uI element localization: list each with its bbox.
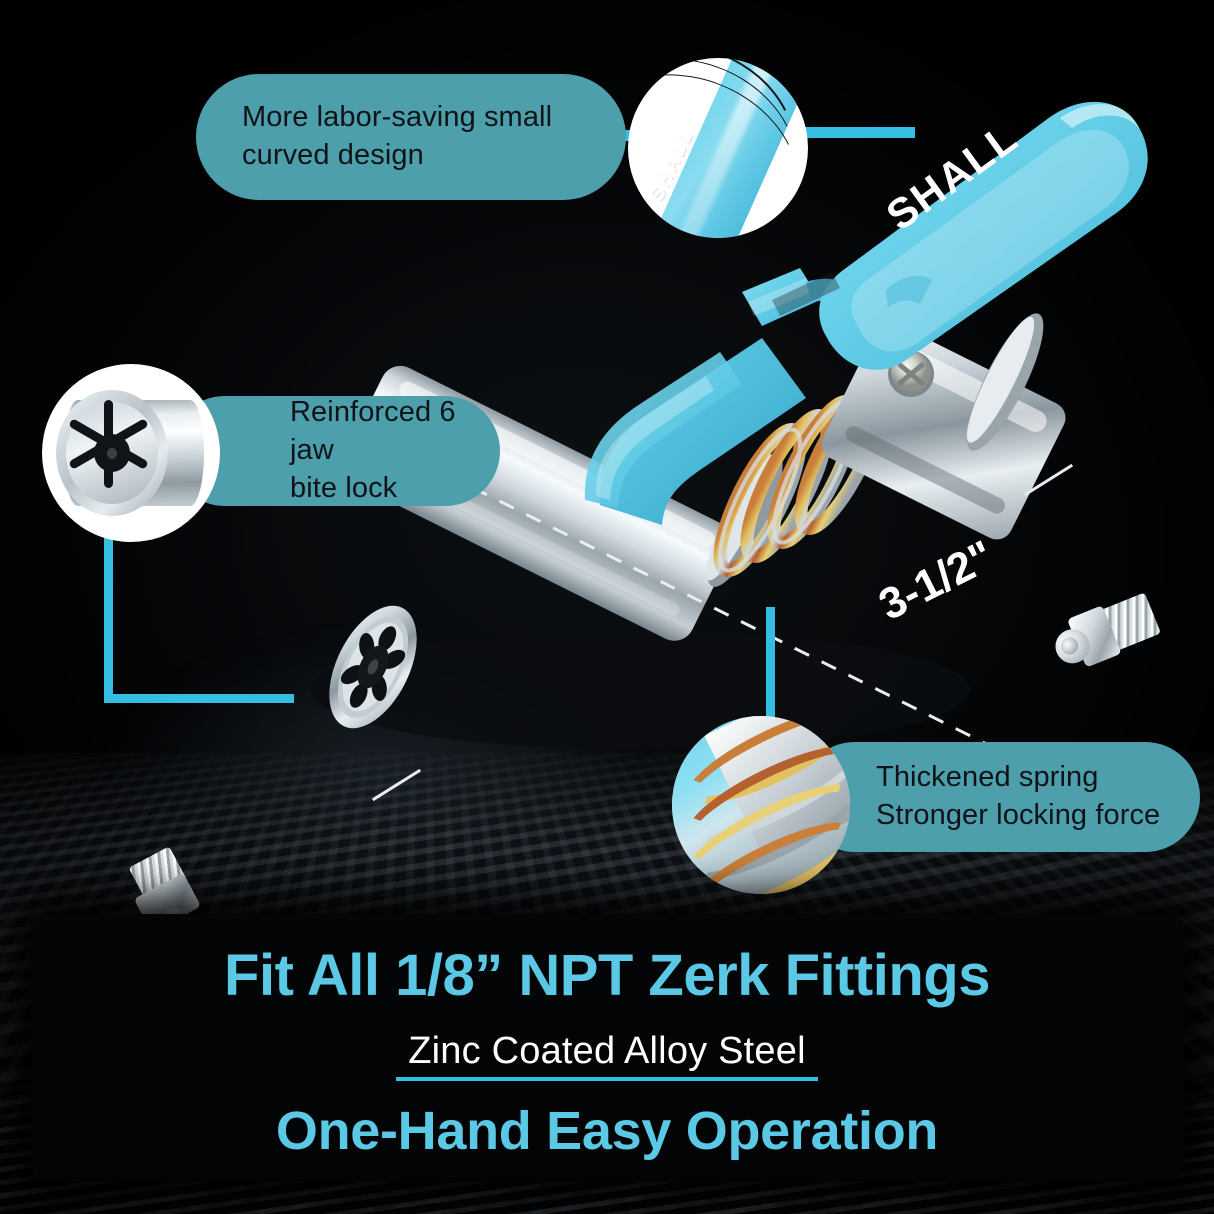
connector-line-left-horizontal bbox=[104, 694, 294, 703]
magnifier-six-jaw bbox=[42, 364, 220, 542]
tagline-text: One-Hand Easy Operation bbox=[275, 1101, 939, 1161]
callout-spring-line2: Stronger locking force bbox=[876, 799, 1161, 831]
connector-line-left-vertical bbox=[104, 537, 113, 703]
callout-curved-design-line2: curved design bbox=[242, 139, 424, 171]
callout-curved-design-line1: More labor-saving small bbox=[242, 101, 553, 134]
jaw-segment bbox=[104, 400, 113, 452]
callout-jaw-lock-line1: Reinforced 6 jaw bbox=[290, 396, 456, 467]
connector-line-top-right bbox=[795, 127, 915, 138]
magnifier-spring bbox=[672, 716, 850, 894]
callout-spring-line1: Thickened spring bbox=[876, 761, 1099, 794]
bottom-text-panel bbox=[32, 914, 1184, 1182]
callout-spring: Thickened spring Stronger locking force bbox=[800, 742, 1200, 852]
subline-text: Zinc Coated Alloy Steel bbox=[396, 1030, 818, 1081]
magnifier-handle-curve: SHALL bbox=[628, 58, 808, 238]
subline-wrapper: Zinc Coated Alloy Steel bbox=[0, 1030, 1214, 1081]
headline-text: Fit All 1/8” NPT Zerk Fittings bbox=[224, 943, 990, 1008]
callout-jaw-lock: Reinforced 6 jaw bite lock bbox=[170, 396, 500, 506]
callout-jaw-lock-line2: bite lock bbox=[290, 471, 398, 504]
connector-line-spring bbox=[766, 607, 775, 732]
magnified-coupler-pin bbox=[107, 448, 117, 459]
callout-curved-design: More labor-saving small curved design bbox=[196, 74, 626, 200]
